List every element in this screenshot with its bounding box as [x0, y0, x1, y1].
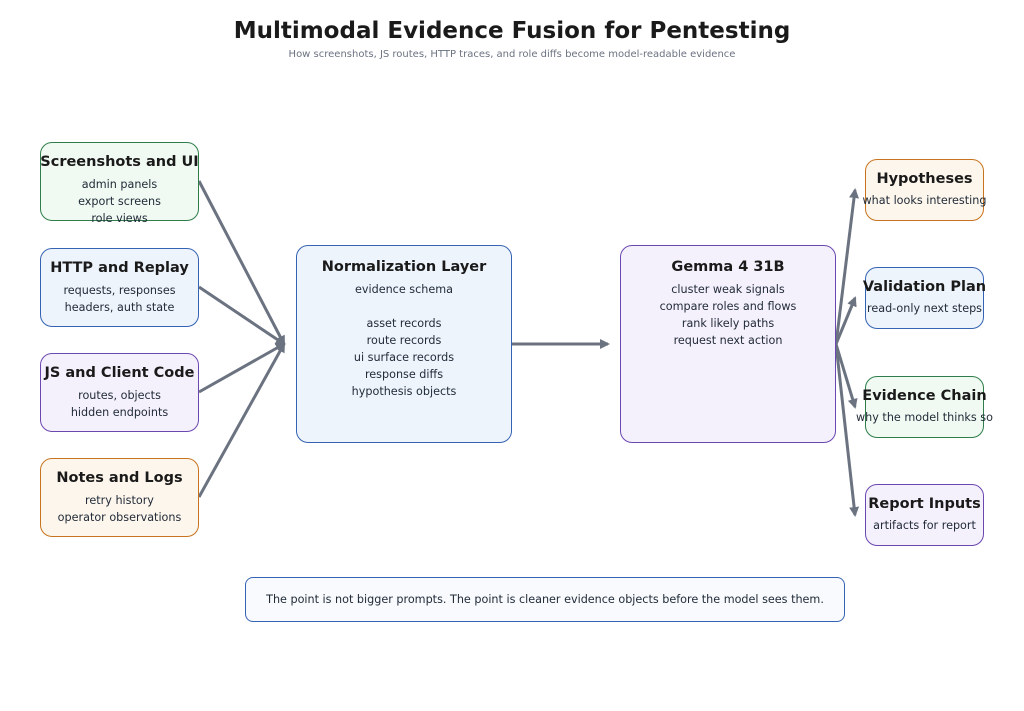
normalization-line: ui surface records: [353, 351, 455, 364]
model-line: cluster weak signals: [671, 283, 785, 296]
input-line: operator observations: [57, 511, 182, 524]
arrow-model-to-report: [834, 343, 860, 517]
input-line: role views: [91, 212, 148, 225]
normalization-line: hypothesis objects: [351, 385, 457, 398]
input-line: routes, objects: [78, 389, 161, 402]
input-screenshots-ui: Screenshots and UI admin panels export s…: [40, 142, 199, 225]
output-validation-plan: Validation Plan read-only next steps: [863, 267, 986, 329]
output-line: artifacts for report: [873, 519, 976, 532]
output-title: Evidence Chain: [862, 388, 987, 404]
arrow-model-to-validation: [834, 296, 857, 345]
arrow-model-to-evidence: [834, 343, 858, 409]
output-hypotheses: Hypotheses what looks interesting: [863, 159, 986, 221]
normalization-line: evidence schema: [355, 283, 453, 296]
input-line: retry history: [85, 494, 154, 507]
arrow-js-to-normalization: [198, 342, 286, 394]
output-title: Hypotheses: [876, 171, 973, 187]
output-report-inputs: Report Inputs artifacts for report: [865, 484, 984, 546]
normalization-line: response diffs: [364, 368, 444, 381]
model-line: rank likely paths: [681, 317, 775, 330]
input-line: admin panels: [81, 178, 158, 191]
arrow-notes-to-normalization: [197, 342, 286, 498]
diagram-title: Multimodal Evidence Fusion for Pentestin…: [233, 18, 791, 44]
input-title: HTTP and Replay: [50, 260, 189, 276]
diagram-subtitle: How screenshots, JS routes, HTTP traces,…: [288, 49, 736, 60]
model-gemma: Gemma 4 31B cluster weak signals compare…: [620, 245, 836, 443]
normalization-title: Normalization Layer: [321, 259, 487, 275]
output-line: what looks interesting: [862, 194, 987, 207]
output-title: Validation Plan: [862, 279, 987, 295]
model-title: Gemma 4 31B: [671, 259, 785, 275]
footer-note: The point is not bigger prompts. The poi…: [245, 577, 845, 622]
input-title: Screenshots and UI: [40, 154, 199, 170]
input-line: headers, auth state: [64, 301, 175, 314]
input-line: export screens: [78, 195, 161, 208]
normalization-layer: Normalization Layer evidence schema asse…: [296, 245, 512, 443]
arrow-screenshots-to-normalization: [197, 180, 286, 346]
input-title: JS and Client Code: [44, 365, 195, 381]
input-js-client-code: JS and Client Code routes, objects hidde…: [40, 353, 199, 432]
input-line: hidden endpoints: [70, 406, 169, 419]
output-evidence-chain: Evidence Chain why the model thinks so: [856, 376, 993, 438]
normalization-line: route records: [366, 334, 442, 347]
normalization-spacer: [285, 298, 523, 315]
input-line: requests, responses: [63, 284, 176, 297]
arrow-http-to-normalization: [198, 285, 286, 346]
output-title: Report Inputs: [868, 496, 981, 512]
normalization-line: asset records: [366, 317, 442, 330]
arrow-model-to-hypotheses: [834, 188, 859, 345]
model-line: compare roles and flows: [659, 300, 797, 313]
output-line: read-only next steps: [866, 302, 983, 315]
input-notes-logs: Notes and Logs retry history operator ob…: [40, 458, 199, 537]
output-line: why the model thinks so: [856, 411, 993, 424]
model-line: request next action: [673, 334, 783, 347]
input-http-replay: HTTP and Replay requests, responses head…: [40, 248, 199, 327]
input-title: Notes and Logs: [56, 470, 183, 486]
